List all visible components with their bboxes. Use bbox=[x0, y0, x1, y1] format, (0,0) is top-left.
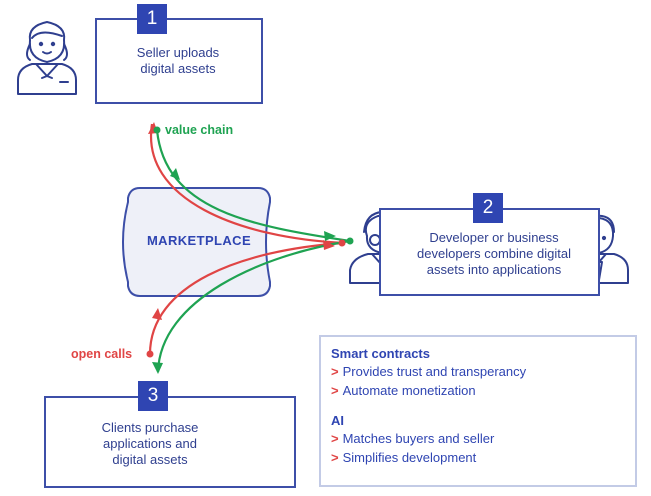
step-3-text: Clients purchase applications and digita… bbox=[70, 420, 230, 468]
open-calls-label: open calls bbox=[71, 347, 133, 361]
step-3-line-2: applications and bbox=[103, 436, 197, 451]
step-1-box bbox=[95, 18, 263, 104]
open-calls-dot bbox=[146, 350, 154, 358]
step-3-badge: 3 bbox=[138, 381, 168, 411]
green-curve-top bbox=[155, 129, 351, 243]
step-2-badge: 2 bbox=[473, 193, 503, 223]
bullet-marker: > bbox=[331, 431, 339, 446]
marketplace-label: MARKETPLACE bbox=[146, 233, 252, 248]
step-2-text: Developer or business developers combine… bbox=[404, 230, 584, 278]
red-arrowhead-1 bbox=[323, 240, 335, 250]
green-arrowhead-2 bbox=[324, 231, 336, 241]
info-bullet: >Simplifies development bbox=[331, 448, 625, 467]
seller-woman-icon bbox=[17, 21, 77, 95]
red-curve-bottom bbox=[148, 241, 345, 355]
green-arrowhead-3 bbox=[152, 362, 163, 374]
red-curve-top bbox=[149, 123, 345, 245]
info-bullet: >Automate monetization bbox=[331, 381, 625, 400]
value-chain-dot bbox=[153, 126, 161, 134]
bullet-marker: > bbox=[331, 450, 339, 465]
bullet-marker: > bbox=[331, 364, 339, 379]
green-curve-bottom bbox=[156, 239, 351, 373]
merge-dot-green bbox=[346, 237, 354, 245]
green-arrowhead-1 bbox=[170, 168, 180, 180]
step-2-line-2: developers combine digital bbox=[417, 246, 571, 261]
step-1-line-1: Seller uploads bbox=[136, 45, 220, 60]
merge-dot-red bbox=[338, 239, 346, 247]
step-2-line-3: assets into applications bbox=[426, 262, 562, 277]
bullet-text: Simplifies development bbox=[342, 450, 477, 465]
step-1-badge: 1 bbox=[137, 4, 167, 34]
info-bullet: >Matches buyers and seller bbox=[331, 429, 625, 448]
bullet-text: Matches buyers and seller bbox=[342, 431, 495, 446]
value-chain-label: value chain bbox=[165, 123, 234, 137]
smart-contracts-heading: Smart contracts bbox=[331, 346, 430, 361]
ai-heading: AI bbox=[331, 413, 344, 428]
step-3-line-1: Clients purchase bbox=[101, 420, 199, 435]
step-2-line-1: Developer or business bbox=[429, 230, 559, 245]
step-1-line-2: digital assets bbox=[140, 61, 216, 76]
step-1-text: Seller uploads digital assets bbox=[98, 45, 258, 77]
bullet-text: Automate monetization bbox=[342, 383, 476, 398]
info-bullet: >Provides trust and transperancy bbox=[331, 362, 625, 381]
bullet-text: Provides trust and transperancy bbox=[342, 364, 527, 379]
info-panel: Smart contracts >Provides trust and tran… bbox=[319, 335, 637, 487]
bullet-marker: > bbox=[331, 383, 339, 398]
red-arrowhead-2 bbox=[152, 308, 162, 320]
step-3-box bbox=[44, 396, 296, 488]
step-3-line-3: digital assets bbox=[112, 452, 188, 467]
